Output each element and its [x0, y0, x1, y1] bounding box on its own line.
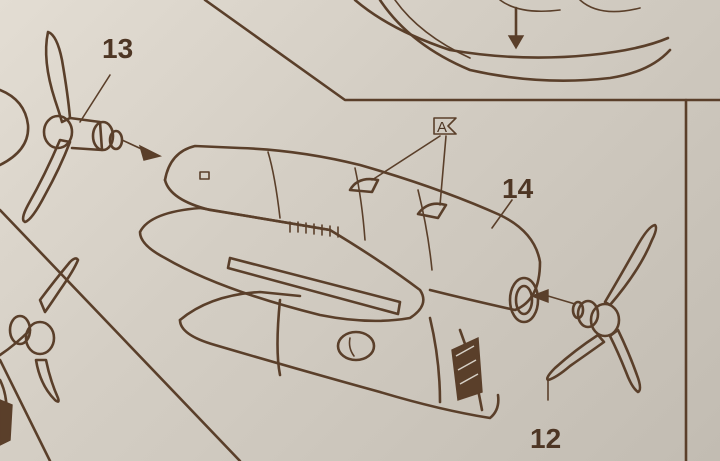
- previous-step-hull: [353, 0, 672, 82]
- callout-14: 14: [502, 173, 534, 204]
- previous-part-outline: [0, 88, 30, 167]
- propeller-13: [21, 30, 163, 224]
- leader-14: [491, 199, 513, 229]
- callout-12: 12: [530, 423, 561, 454]
- reference-letter: A: [437, 119, 447, 136]
- nacelle-body-14: [138, 144, 576, 420]
- propeller-bottom-left: [0, 257, 80, 446]
- callout-13: 13: [102, 33, 133, 64]
- reference-tag-a: A: [371, 117, 457, 206]
- propeller-12: [546, 223, 658, 401]
